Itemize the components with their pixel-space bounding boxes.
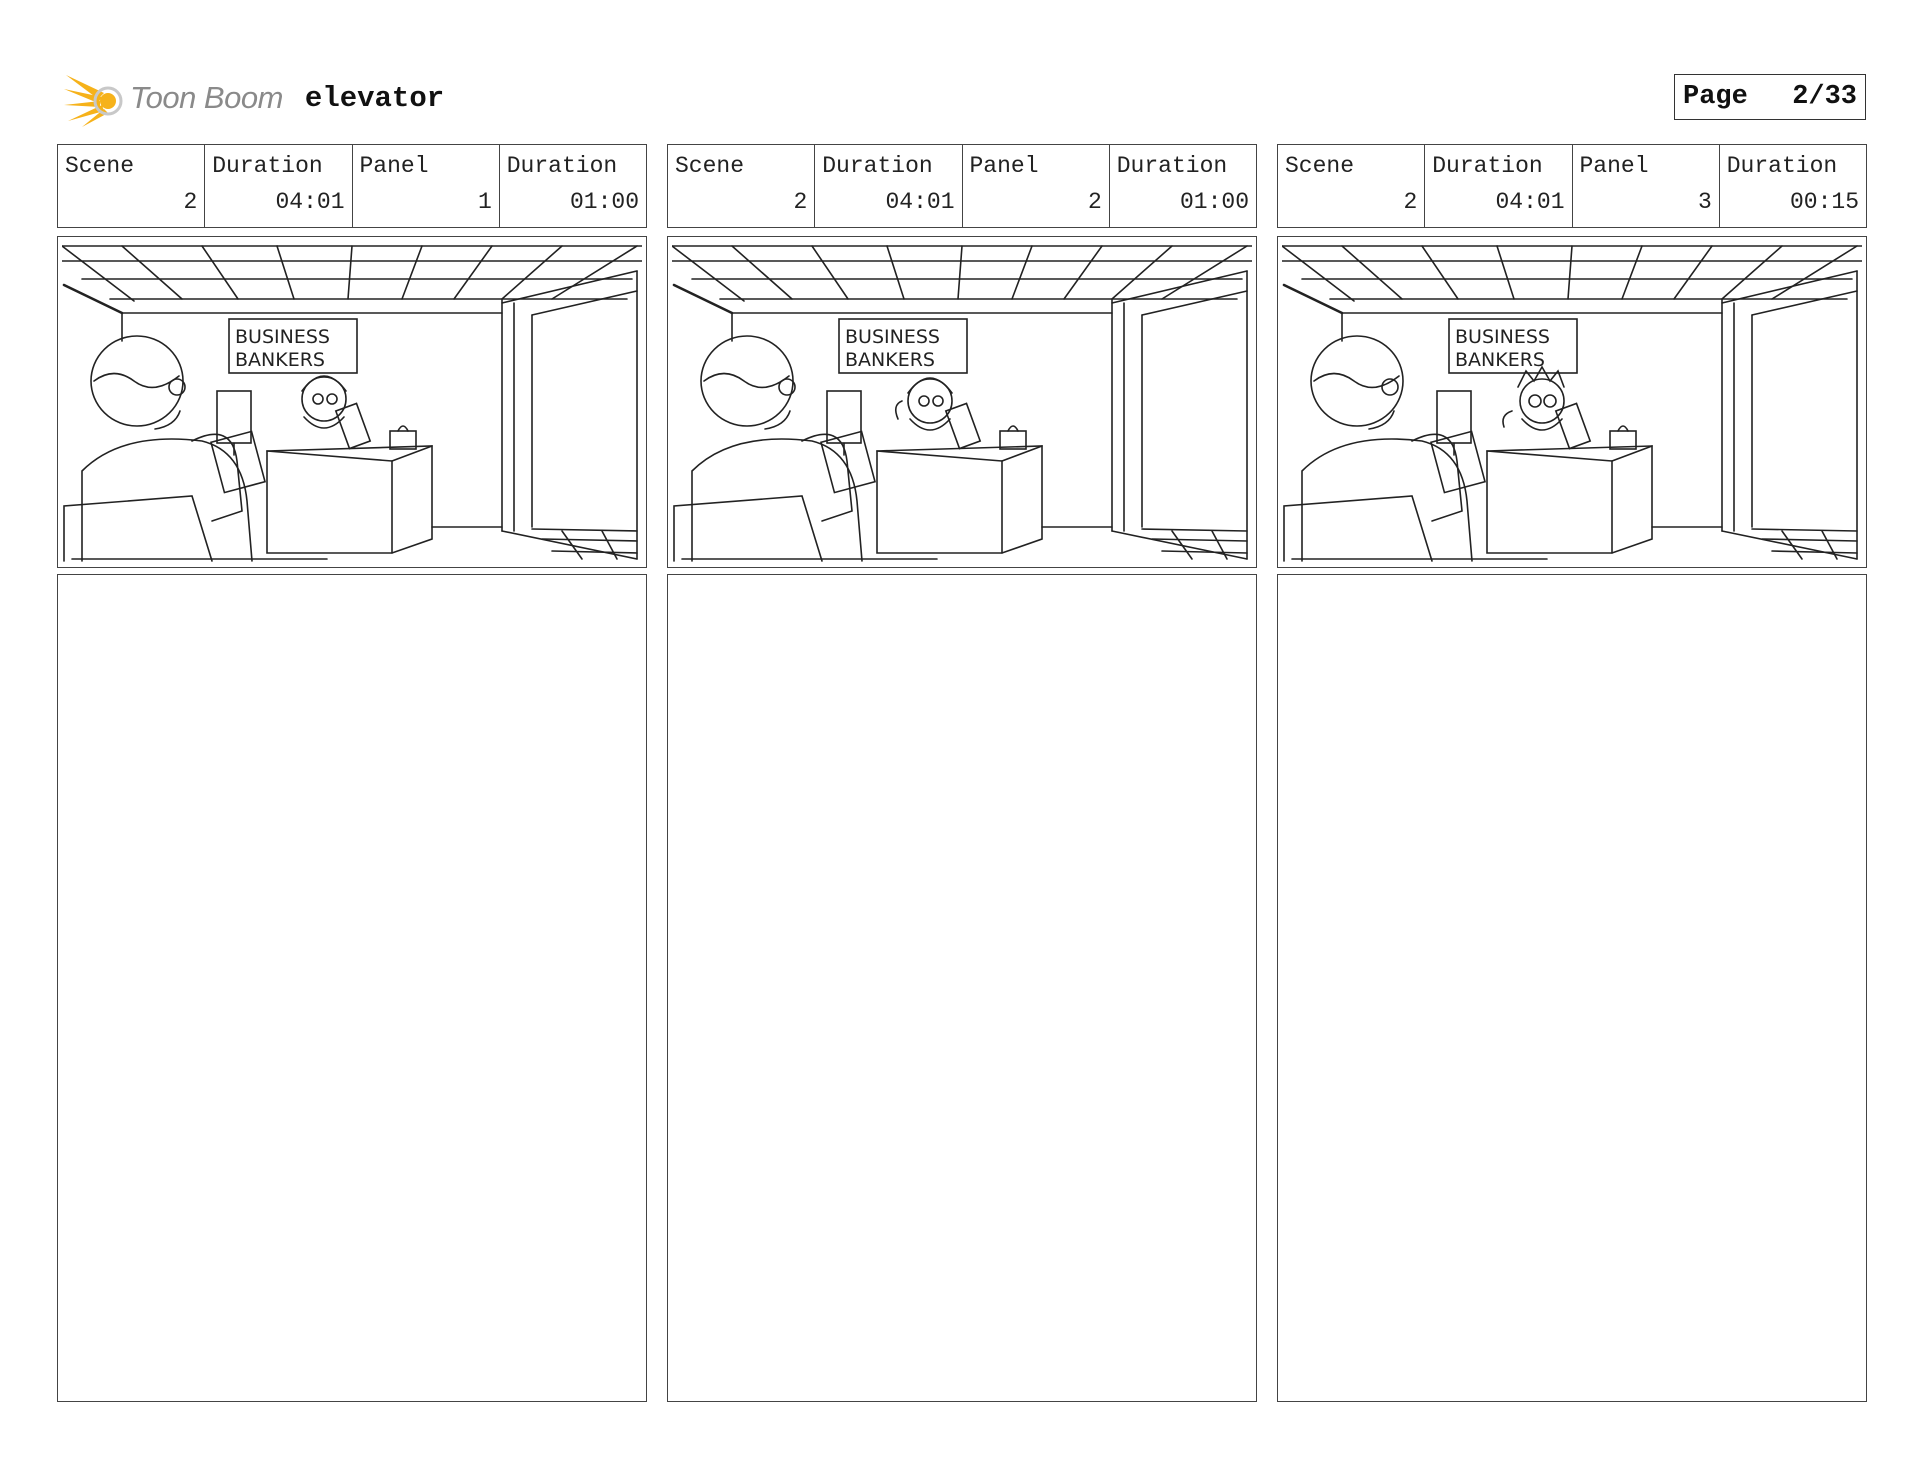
- panel-label: Panel: [1579, 153, 1649, 179]
- panel-duration-value: 00:15: [1789, 189, 1859, 215]
- scene-value: 2: [1403, 189, 1418, 215]
- scene-label: Scene: [675, 153, 745, 179]
- storyboard-panel-1: Scene 2 Duration 04:01 Panel 1 Duration …: [57, 144, 647, 1402]
- panel-duration-label: Duration: [506, 153, 618, 179]
- sign-line-1: BUSINESS: [235, 326, 330, 348]
- storyboard-panel-2: Scene 2 Duration 04:01 Panel 2 Duration …: [667, 144, 1257, 1402]
- sign-line-1: BUSINESS: [845, 326, 940, 348]
- logo-burst-icon: [64, 75, 123, 127]
- panel-duration-cell: Duration 01:00: [500, 145, 646, 227]
- scene-label: Scene: [1285, 153, 1355, 179]
- scene-duration-label: Duration: [822, 153, 933, 179]
- project-title: elevator: [304, 81, 445, 115]
- panel-image-frame: BUSINESS BANKERS: [1277, 236, 1867, 568]
- sign-line-2: BANKERS: [235, 349, 325, 371]
- panel-label: Panel: [969, 153, 1039, 179]
- panel-image-frame: BUSINESS BANKERS: [57, 236, 647, 568]
- scene-value: 2: [793, 189, 808, 215]
- sign-line-1: BUSINESS: [1455, 326, 1550, 348]
- toon-boom-logo: Toon Boom: [64, 67, 283, 129]
- office-sketch-image: BUSINESS BANKERS: [672, 245, 1252, 562]
- panel-duration-cell: Duration 01:00: [1110, 145, 1256, 227]
- page-label: Page: [1683, 82, 1748, 112]
- scene-duration-value: 04:01: [1495, 189, 1565, 215]
- panel-info-table: Scene 2 Duration 04:01 Panel 1 Duration …: [57, 144, 647, 228]
- panel-duration-value: 01:00: [1179, 189, 1249, 215]
- scene-duration-cell: Duration 04:01: [815, 145, 963, 227]
- scene-cell: Scene 2: [668, 145, 816, 227]
- panel-duration-value: 01:00: [569, 189, 639, 215]
- scene-duration-value: 04:01: [275, 189, 345, 215]
- panel-info-table: Scene 2 Duration 04:01 Panel 3 Duration …: [1277, 144, 1867, 228]
- office-sketch-image: BUSINESS BANKERS: [1282, 245, 1862, 562]
- document-header: Toon Boom elevator: [64, 68, 444, 128]
- panel-value: 1: [477, 189, 492, 215]
- storyboard-panel-3: Scene 2 Duration 04:01 Panel 3 Duration …: [1277, 144, 1867, 1402]
- scene-value: 2: [183, 189, 198, 215]
- panel-value: 3: [1697, 189, 1712, 215]
- page-indicator: Page 2/33: [1674, 74, 1866, 120]
- logo-text: Toon Boom: [130, 80, 283, 115]
- panel-duration-cell: Duration 00:15: [1720, 145, 1866, 227]
- scene-cell: Scene 2: [1278, 145, 1426, 227]
- panel-notes-area: [1277, 574, 1867, 1402]
- panel-cell: Panel 2: [963, 145, 1110, 227]
- panel-label: Panel: [359, 153, 429, 179]
- panel-cell: Panel 3: [1573, 145, 1720, 227]
- scene-cell: Scene 2: [58, 145, 206, 227]
- page-number: 2/33: [1792, 82, 1857, 112]
- scene-duration-value: 04:01: [885, 189, 955, 215]
- scene-duration-cell: Duration 04:01: [1425, 145, 1573, 227]
- panel-cell: Panel 1: [353, 145, 500, 227]
- scene-label: Scene: [65, 153, 135, 179]
- panel-value: 2: [1087, 189, 1102, 215]
- office-sketch-image: BUSINESS BANKERS: [62, 245, 642, 562]
- panel-info-table: Scene 2 Duration 04:01 Panel 2 Duration …: [667, 144, 1257, 228]
- panel-notes-area: [57, 574, 647, 1402]
- panel-notes-area: [667, 574, 1257, 1402]
- panel-duration-label: Duration: [1116, 153, 1228, 179]
- scene-duration-cell: Duration 04:01: [205, 145, 353, 227]
- panel-duration-label: Duration: [1726, 153, 1838, 179]
- sign-line-2: BANKERS: [1455, 349, 1545, 371]
- scene-duration-label: Duration: [1432, 153, 1543, 179]
- scene-duration-label: Duration: [212, 153, 323, 179]
- sign-line-2: BANKERS: [845, 349, 935, 371]
- panel-image-frame: BUSINESS BANKERS: [667, 236, 1257, 568]
